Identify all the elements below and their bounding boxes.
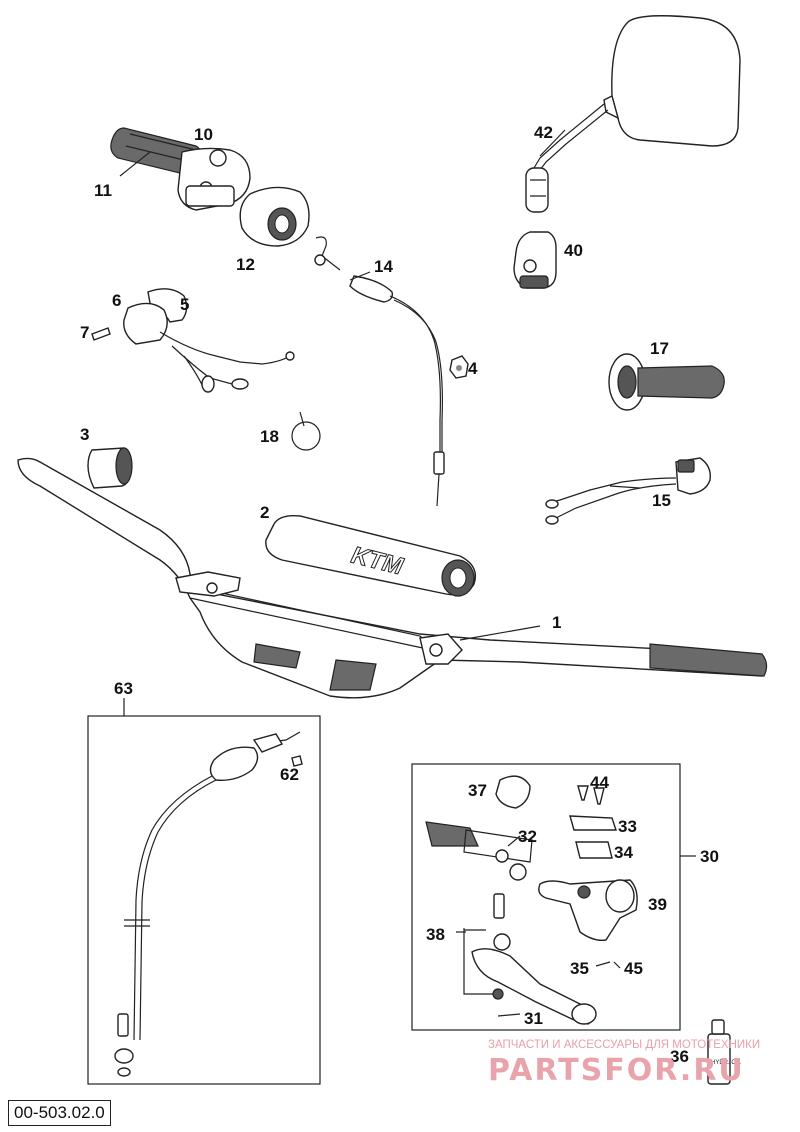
part-1-handlebar [17,457,768,699]
label-30: 30 [700,847,719,866]
label-6: 6 [112,291,121,310]
label-34: 34 [614,843,633,862]
part-10-11-throttle-assembly [110,127,251,211]
label-38: 38 [426,925,445,944]
watermark-top-text: ЗАПЧАСТИ И АКСЕССУАРЫ ДЛЯ МОТОТЕХНИКИ [488,1039,760,1051]
part-30-master-cylinder-group [411,763,731,1085]
label-32: 32 [518,827,537,846]
label-5: 5 [180,295,189,314]
label-40: 40 [564,241,583,260]
label-33: 33 [618,817,637,836]
label-11: 11 [94,181,112,200]
leader-lines [119,129,641,1017]
label-39: 39 [648,895,667,914]
part-3-bushing [87,447,133,489]
label-1: 1 [552,613,561,632]
watermark-brand: PARTSFOR.RU [488,1053,745,1088]
drawing-code: 00-503.02.0 [8,1100,111,1126]
watermark: ЗАПЧАСТИ И АКСЕССУАРЫ ДЛЯ МОТОТЕХНИКИ PA… [488,1039,760,1088]
part-12-housing-cover [239,186,310,247]
label-10: 10 [194,125,213,144]
part-4-nut [449,355,469,379]
part-2-bar-pad [265,514,477,597]
label-7: 7 [80,323,89,342]
label-35: 35 [570,959,589,978]
label-18: 18 [260,427,279,446]
label-62: 62 [280,765,299,784]
label-2: 2 [260,503,269,522]
label-15: 15 [652,491,671,510]
part-14-throttle-cable [314,236,445,507]
label-63: 63 [114,679,133,698]
part-15-start-switch [545,457,711,525]
label-36: 36 [670,1047,689,1066]
part-number-labels: 1 2 3 4 5 6 7 10 11 12 14 15 17 18 30 31… [80,123,719,1066]
part-63-clutch-cable-group [87,698,321,1085]
label-3: 3 [80,425,89,444]
label-4: 4 [468,359,478,378]
label-12: 12 [236,255,255,274]
label-44: 44 [590,773,609,792]
label-14: 14 [374,257,393,276]
label-17: 17 [650,339,669,358]
part-5-6-7-switch [91,288,295,393]
part-40-mirror-clamp [513,231,557,289]
part-18-cable-tie [291,411,321,451]
label-45: 45 [624,959,643,978]
label-31: 31 [524,1009,543,1028]
part-17-grip [608,353,725,411]
label-42: 42 [534,123,553,142]
part-42-mirror [525,15,741,213]
oil-label: HYDR. OIL [711,1060,742,1066]
label-37: 37 [468,781,487,800]
